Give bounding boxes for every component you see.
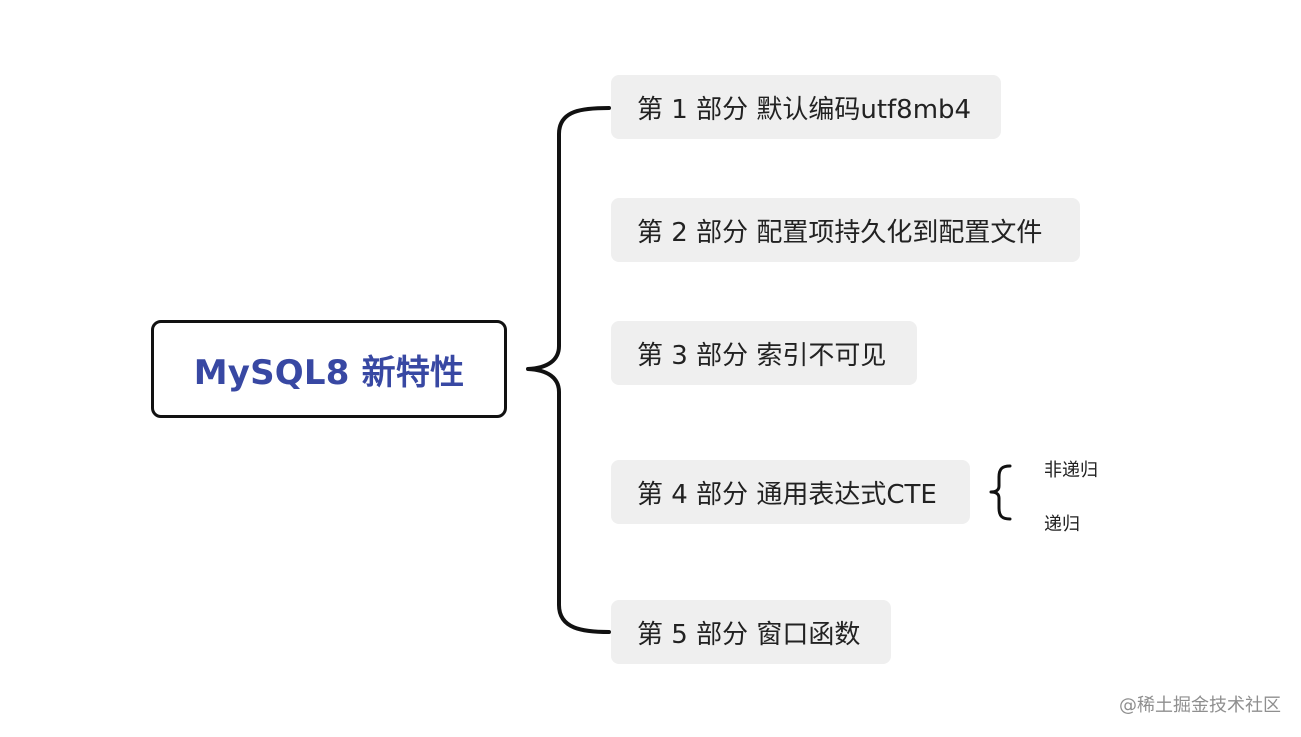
root-topic-title: MySQL8 新特性 — [193, 352, 465, 393]
watermark: @稀土掘金技术社区 — [1119, 695, 1281, 716]
branch-node-1[interactable]: 第 1 部分 默认编码utf8mb4 — [611, 75, 1001, 139]
branch-label-4: 第 4 部分 通用表达式CTE — [637, 479, 937, 510]
main-branch-brace — [526, 106, 611, 634]
branch-node-4[interactable]: 第 4 部分 通用表达式CTE — [611, 460, 970, 524]
branch-label-5: 第 5 部分 窗口函数 — [637, 619, 861, 650]
cte-child-recursive[interactable]: 递归 — [1044, 514, 1080, 535]
branch-label-2: 第 2 部分 配置项持久化到配置文件 — [637, 217, 1043, 248]
branch-node-2[interactable]: 第 2 部分 配置项持久化到配置文件 — [611, 198, 1080, 262]
branch-label-3: 第 3 部分 索引不可见 — [637, 340, 887, 371]
root-topic-node[interactable]: MySQL8 新特性 — [151, 320, 507, 418]
branch-node-3[interactable]: 第 3 部分 索引不可见 — [611, 321, 917, 385]
branch-label-1: 第 1 部分 默认编码utf8mb4 — [637, 94, 972, 125]
cte-sub-brace — [989, 464, 1012, 521]
branch-node-5[interactable]: 第 5 部分 窗口函数 — [611, 600, 891, 664]
cte-child-non-recursive[interactable]: 非递归 — [1044, 460, 1098, 481]
